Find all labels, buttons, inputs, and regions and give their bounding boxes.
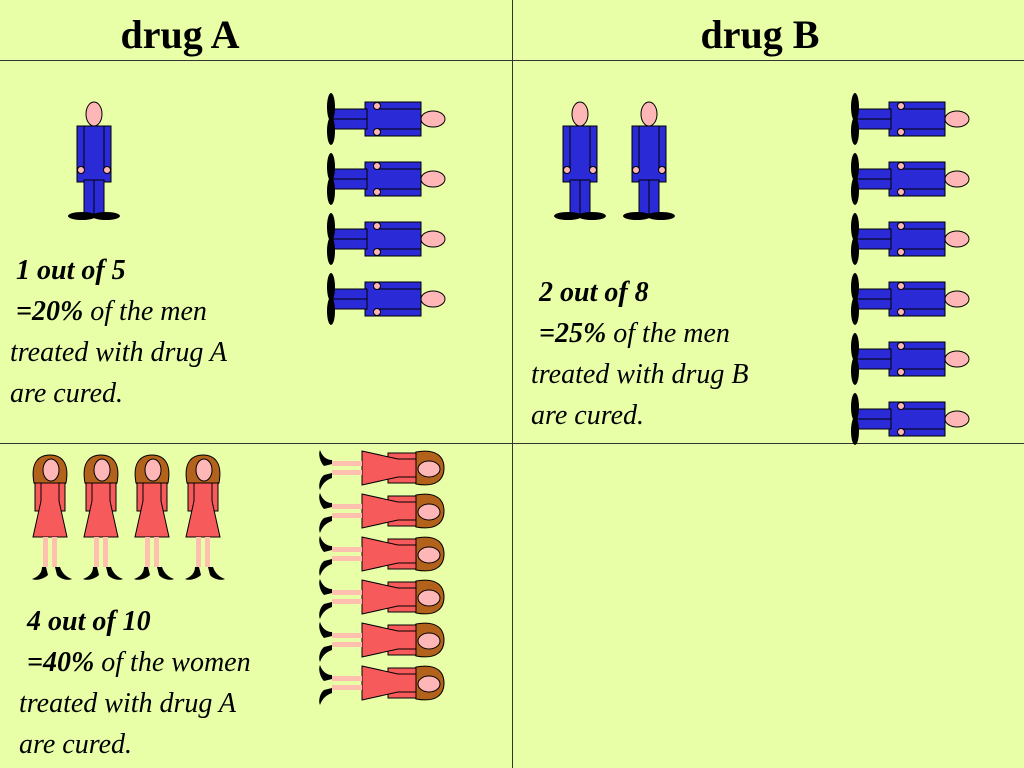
man-figure bbox=[851, 273, 970, 325]
header-drug-a: drug A bbox=[120, 12, 240, 57]
cured-text: are cured. bbox=[531, 400, 644, 431]
women-drug-a-figures bbox=[32, 450, 445, 705]
man-figure bbox=[851, 393, 970, 445]
woman-figure bbox=[83, 454, 123, 580]
count-text: 1 out of 5 bbox=[16, 255, 126, 286]
count-text: 2 out of 8 bbox=[539, 277, 649, 308]
count-text: 4 out of 10 bbox=[27, 606, 151, 637]
man-figure bbox=[851, 213, 970, 265]
grid-row-divider bbox=[0, 443, 1024, 444]
woman-figure bbox=[319, 450, 445, 490]
man-figure bbox=[327, 273, 446, 325]
percent-rest-text: of the men bbox=[606, 318, 730, 349]
man-figure bbox=[327, 213, 446, 265]
treated-text: treated with drug B bbox=[531, 359, 749, 390]
man-figure bbox=[68, 101, 120, 220]
percent-rest-text: of the women bbox=[94, 647, 251, 678]
grid-vertical-divider bbox=[512, 0, 513, 768]
header-drug-b: drug B bbox=[700, 12, 820, 57]
percent-text: =20% bbox=[16, 296, 84, 327]
woman-figure bbox=[32, 454, 72, 580]
men-drug-a-figures bbox=[68, 93, 446, 325]
man-figure bbox=[851, 93, 970, 145]
man-figure bbox=[851, 333, 970, 385]
woman-figure bbox=[185, 454, 225, 580]
treated-text: treated with drug A bbox=[19, 688, 236, 719]
woman-figure bbox=[134, 454, 174, 580]
woman-figure bbox=[319, 622, 445, 662]
percent-rest-text: of the men bbox=[83, 296, 207, 327]
woman-figure bbox=[319, 579, 445, 619]
treated-text: treated with drug A bbox=[10, 337, 227, 368]
men-drug-b-figures bbox=[554, 93, 970, 445]
woman-figure bbox=[319, 493, 445, 533]
man-figure bbox=[851, 153, 970, 205]
caption-men-drug-b: 2 out of 8 =25% of the men treated with … bbox=[531, 272, 749, 436]
grid-header-divider bbox=[0, 60, 1024, 61]
caption-men-drug-a: 1 out of 5 =20% of the men treated with … bbox=[10, 250, 227, 414]
caption-women-drug-a: 4 out of 10 =40% of the women treated wi… bbox=[19, 601, 251, 765]
percent-text: =40% bbox=[27, 647, 95, 678]
man-figure bbox=[327, 93, 446, 145]
cured-text: are cured. bbox=[19, 729, 132, 760]
man-figure bbox=[327, 153, 446, 205]
cured-text: are cured. bbox=[10, 378, 123, 409]
man-figure bbox=[623, 101, 675, 220]
percent-text: =25% bbox=[539, 318, 607, 349]
woman-figure bbox=[319, 536, 445, 576]
man-figure bbox=[554, 101, 606, 220]
woman-figure bbox=[319, 665, 445, 705]
